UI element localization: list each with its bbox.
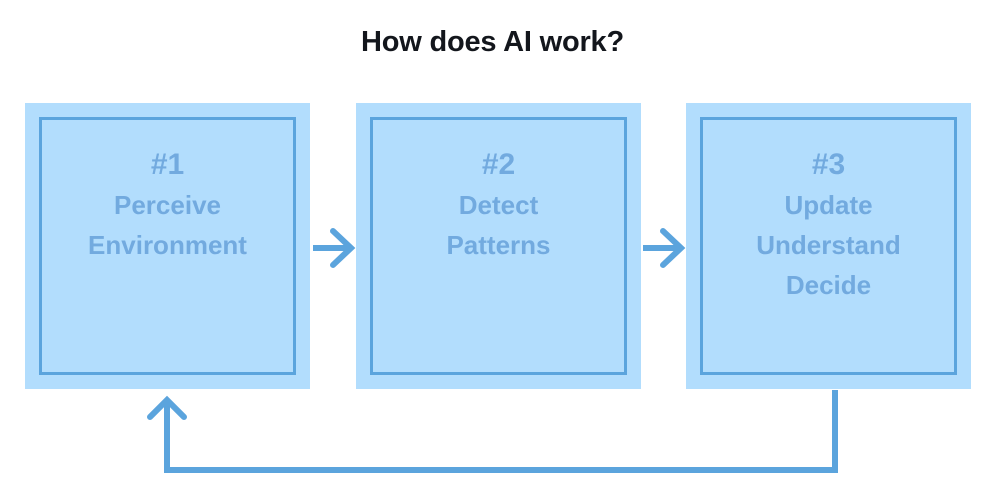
- stage-label-line-1: Perceive: [114, 190, 221, 220]
- stage-box-perceive-environment[interactable]: #1 Perceive Environment: [25, 103, 310, 389]
- feedback-arrow-icon: [130, 388, 860, 488]
- stage-box-update-understand-decide[interactable]: #3 Update Understand Decide: [686, 103, 971, 389]
- stage-box-text: #3 Update Understand Decide: [686, 103, 971, 389]
- stage-label-line-1: Detect: [458, 190, 539, 220]
- stage-number: #1: [150, 148, 185, 181]
- stage-box-text: #1 Perceive Environment: [25, 103, 310, 389]
- arrow-right-icon: [641, 222, 687, 274]
- stage-label-line-2: Patterns: [446, 230, 551, 260]
- stage-box-inner-frame: [700, 117, 957, 375]
- stage-box-text: #2 Detect Patterns: [356, 103, 641, 389]
- stage-number: #3: [811, 148, 846, 181]
- stage-number: #2: [481, 148, 516, 181]
- stage-label-line-3: Decide: [785, 270, 872, 300]
- page-title: How does AI work?: [361, 26, 624, 58]
- arrow-right-icon: [311, 222, 357, 274]
- stage-label-line-2: Understand: [756, 230, 901, 260]
- stage-box-inner-frame: [370, 117, 627, 375]
- stage-label-line-2: Environment: [88, 230, 247, 260]
- stage-box-detect-patterns[interactable]: #2 Detect Patterns: [356, 103, 641, 389]
- stage-box-inner-frame: [39, 117, 296, 375]
- stage-label-line-1: Update: [784, 190, 873, 220]
